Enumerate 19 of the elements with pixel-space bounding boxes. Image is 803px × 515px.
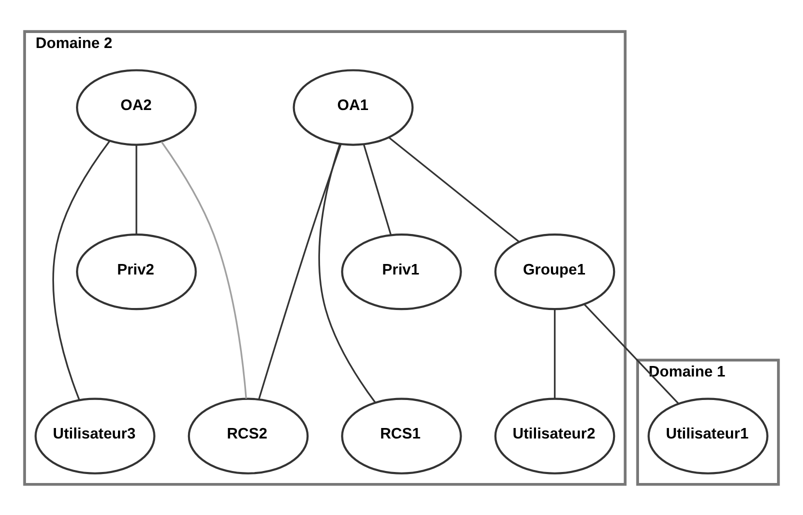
node-ellipse: Utilisateur1 <box>648 397 768 474</box>
connector <box>388 136 520 242</box>
connector <box>362 144 392 235</box>
connector <box>136 144 138 234</box>
node-ellipse: RCS1 <box>341 397 462 474</box>
connector <box>318 143 376 402</box>
connector <box>160 140 247 398</box>
connector <box>554 308 556 398</box>
node-ellipse: OA2 <box>76 68 197 146</box>
node-ellipse: Priv2 <box>76 233 197 310</box>
node-ellipse: RCS2 <box>188 397 309 474</box>
connector <box>52 140 110 400</box>
node-ellipse: Priv1 <box>341 233 462 310</box>
connector <box>258 143 342 399</box>
node-ellipse: OA1 <box>292 68 414 146</box>
connector <box>584 303 680 404</box>
node-ellipse: Groupe1 <box>494 233 616 310</box>
node-ellipse: Utilisateur3 <box>34 397 156 474</box>
node-ellipse: Utilisateur2 <box>494 397 616 474</box>
